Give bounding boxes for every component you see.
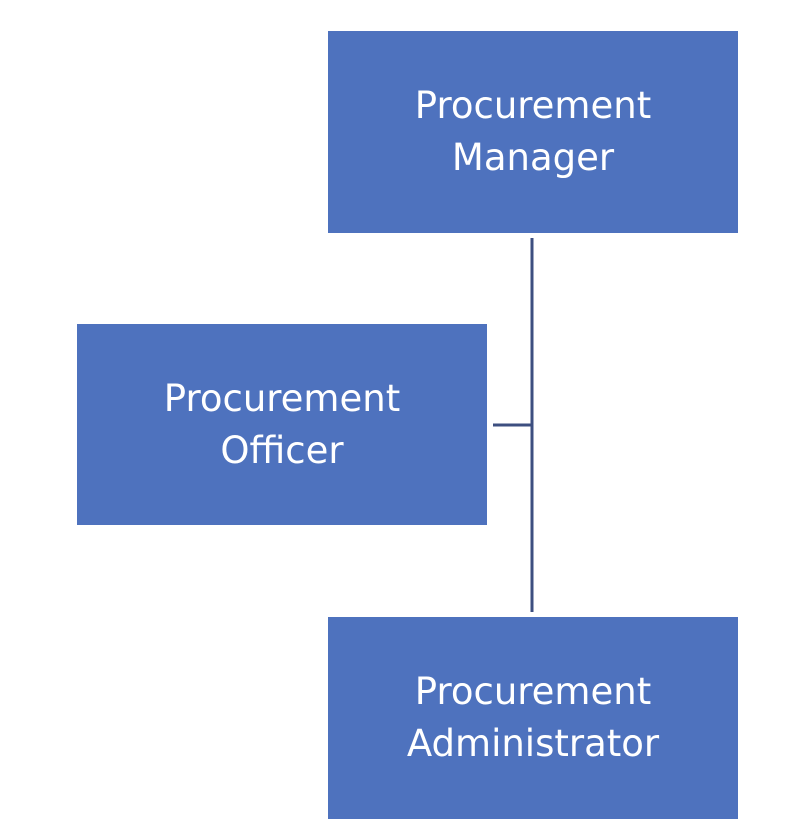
node-procurement-administrator[interactable]: Procurement Administrator	[328, 617, 738, 819]
node-administrator-line2: Administrator	[406, 722, 660, 765]
node-administrator-line1: Procurement	[414, 670, 652, 713]
node-manager-line2: Manager	[451, 136, 615, 179]
node-officer-line2: Officer	[220, 428, 344, 472]
node-procurement-officer[interactable]: Procurement Officer	[77, 324, 487, 525]
node-procurement-manager[interactable]: Procurement Manager	[328, 31, 738, 233]
node-manager-line1: Procurement	[414, 84, 652, 127]
node-officer-line1: Procurement	[163, 376, 401, 420]
